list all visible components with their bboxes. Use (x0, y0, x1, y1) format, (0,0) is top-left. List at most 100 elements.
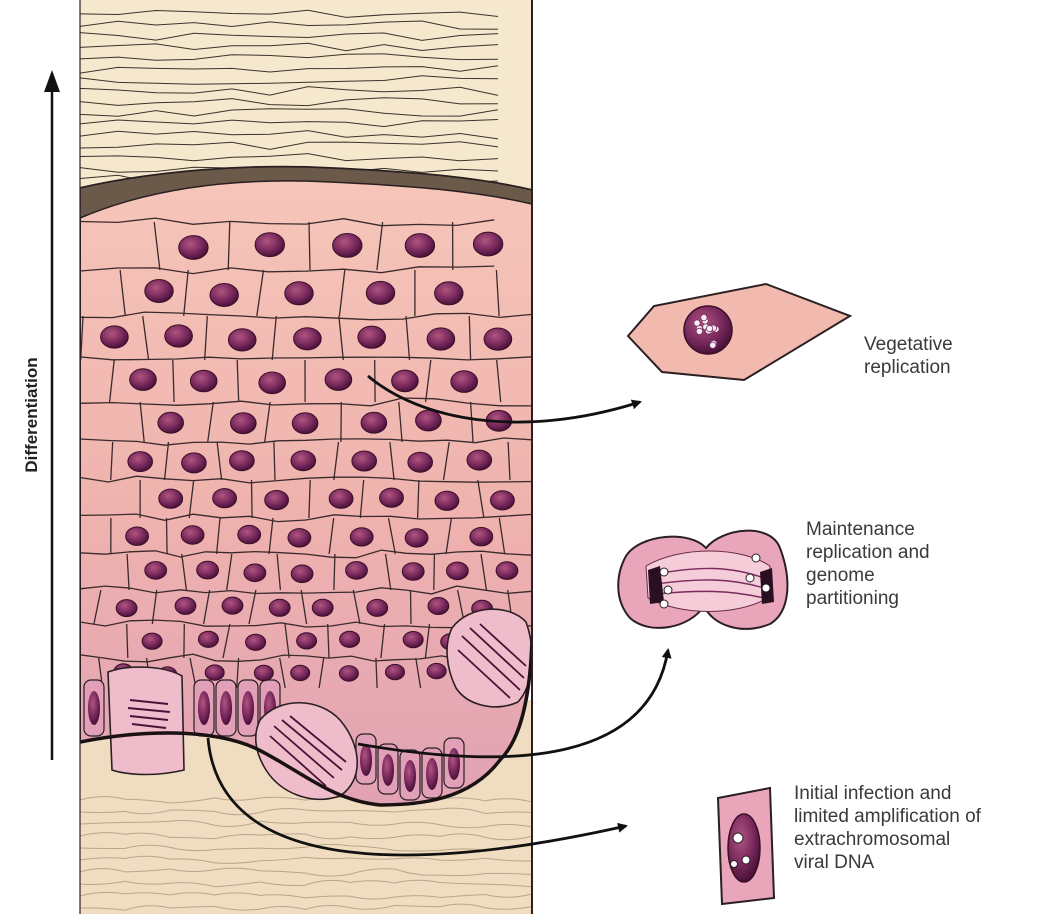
mitotic-cell-basal (108, 667, 184, 774)
initial-infection-cell (718, 788, 774, 904)
nucleus (198, 691, 210, 725)
nucleus (361, 412, 387, 433)
nucleus (473, 232, 502, 256)
nucleus (325, 369, 352, 391)
nucleus (402, 563, 424, 581)
nucleus (333, 234, 362, 258)
virion (710, 342, 716, 348)
nucleus (467, 450, 492, 470)
nucleus (366, 281, 394, 304)
label-line: Vegetative (864, 333, 953, 356)
nucleus (352, 451, 377, 471)
vegetative-cell (628, 284, 850, 380)
nucleus (408, 452, 433, 472)
nucleus (222, 597, 243, 614)
nucleus (484, 328, 512, 350)
nucleus (288, 529, 311, 547)
virion (706, 325, 712, 331)
nucleus (339, 666, 358, 681)
nucleus (269, 599, 290, 616)
nucleus (128, 452, 153, 472)
nucleus (435, 491, 459, 510)
nucleus (358, 326, 386, 348)
nucleus (427, 328, 455, 350)
nucleus (291, 565, 313, 583)
nucleus (158, 412, 184, 433)
nucleus (382, 754, 394, 786)
nucleus (285, 282, 313, 305)
virion (696, 328, 702, 334)
nucleus (428, 598, 449, 615)
label-line: genome (806, 564, 930, 587)
label-line: replication (864, 356, 953, 379)
nucleus (142, 633, 162, 649)
virion (701, 314, 707, 320)
nucleus (242, 691, 254, 725)
nucleus (340, 631, 360, 647)
cell-edge (167, 518, 168, 554)
nucleus (297, 633, 317, 649)
virion (694, 320, 700, 326)
label-line: partitioning (806, 587, 930, 610)
label-line: viral DNA (794, 851, 981, 874)
cell-edge (411, 590, 412, 624)
nucleus (145, 562, 167, 580)
nucleus (405, 234, 434, 258)
nucleus (205, 665, 224, 680)
nucleus (360, 744, 372, 776)
nucleus (228, 329, 256, 351)
nucleus (292, 413, 318, 434)
nucleus (159, 489, 183, 508)
nucleus (496, 562, 518, 580)
nucleus (210, 284, 238, 307)
nucleus (181, 526, 204, 544)
differentiation-arrow (44, 70, 60, 760)
label-line: limited amplification of (794, 805, 981, 828)
nucleus (244, 564, 266, 582)
nucleus (88, 691, 100, 725)
nucleus (145, 280, 173, 303)
nucleus (404, 760, 416, 792)
differentiation-label: Differentiation (22, 357, 42, 472)
nucleus (255, 233, 284, 257)
nucleus (380, 488, 404, 507)
cell-edge (434, 554, 435, 590)
nucleus (435, 282, 463, 305)
maintenance-cell (618, 531, 787, 629)
nucleus (386, 664, 405, 679)
nucleus (447, 562, 469, 580)
nucleus (230, 451, 255, 471)
nucleus (265, 491, 289, 510)
nucleus (101, 326, 129, 348)
nucleus (165, 325, 193, 347)
nucleus (392, 370, 419, 392)
nucleus (329, 489, 353, 508)
nucleus (291, 665, 310, 680)
nucleus (197, 561, 219, 579)
nucleus (350, 528, 373, 546)
nucleus (405, 529, 428, 547)
nucleus (220, 691, 232, 725)
nucleus (213, 489, 237, 508)
label-line: extrachromosomal (794, 828, 981, 851)
nucleus (246, 634, 266, 650)
label-line: Initial infection and (794, 782, 981, 805)
nucleus (491, 491, 515, 510)
nucleus (179, 236, 208, 260)
nucleus (427, 663, 446, 678)
initial-infection-label: Initial infection and limited amplificat… (794, 782, 981, 874)
nucleus (175, 597, 196, 614)
nucleus (231, 413, 257, 434)
maintenance-replication-label: Maintenance replication and genome parti… (806, 518, 930, 610)
nucleus (403, 632, 423, 648)
nucleus (470, 528, 493, 546)
nucleus (291, 451, 316, 471)
nucleus (116, 600, 137, 617)
nucleus (448, 748, 460, 780)
nucleus (198, 631, 218, 647)
cell-edge (252, 480, 253, 518)
nucleus (416, 410, 442, 431)
label-line: Maintenance (806, 518, 930, 541)
